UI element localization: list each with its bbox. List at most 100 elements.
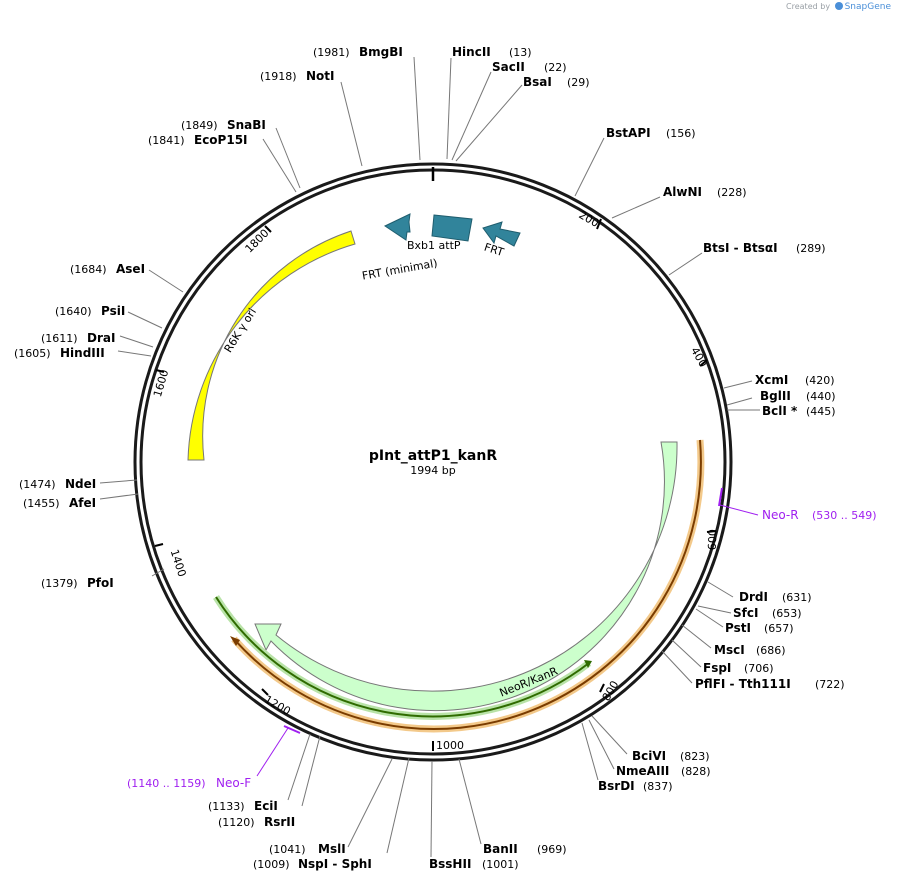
enzyme-pos-psii: (1640) [55,305,92,318]
enzyme-pos-ecop15i: (1841) [148,134,185,147]
enzyme-pos-msli: (1041) [269,843,306,856]
enzyme-name-msli: MslI [318,842,346,856]
enzyme-name-psii: PsiI [101,304,125,318]
enzyme-name-drai: DraI [87,331,115,345]
enzyme-name-bcli: BclI * [762,404,798,418]
enzyme-pos-rsrii: (1120) [218,816,255,829]
enzyme-name-ndei: NdeI [65,477,96,491]
credit-brand: SnapGene [844,2,891,12]
feature-frt-minimal[interactable] [383,213,411,241]
enzyme-pos-noti: (1918) [260,70,297,83]
enzyme-pos-bstapi: (156) [666,127,696,140]
feature-bxb1-attp[interactable] [431,214,473,242]
enzyme-pos-ecii: (1133) [208,800,245,813]
enzyme-labels: HincII (13) SacII (22) BsaI (29) BstAPI … [14,45,845,871]
primer-neo-f-leader [256,727,289,777]
credit-prefix: Created by [786,2,831,11]
enzyme-pos-bsrdi: (837) [643,780,673,793]
tick-label-600: 600 [706,529,720,550]
feature-label-frt: FRT [482,241,505,260]
enzyme-pos-bcli: (445) [806,405,836,418]
enzyme-name-bsshii: BssHII [429,857,471,871]
orf-inner[interactable] [215,596,590,718]
primer-neo-f-name: Neo-F [216,776,251,790]
enzyme-pos-sfci: (653) [772,607,802,620]
tick-mark-1600 [155,369,165,373]
enzyme-name-noti: NotI [306,69,335,83]
tick-label-400: 400 [688,345,710,370]
enzyme-name-msci: MscI [714,643,745,657]
orf-inner-arrow-icon [584,660,592,668]
feature-neor-kanr[interactable] [254,441,678,712]
enzyme-pos-bcivi: (823) [680,750,710,763]
enzyme-name-drdi: DrdI [739,590,768,604]
enzyme-name-psti: PstI [725,621,751,635]
feature-label-frt-minimal: FRT (minimal) [361,257,438,283]
snapgene-credit: Created by SnapGene [786,2,891,12]
tick-marks [154,218,717,751]
feature-r6k-ori[interactable] [187,230,356,461]
feature-label-bxb1-attp: Bxb1 attP [407,239,461,252]
tick-mark-400 [699,359,708,367]
orf-outer[interactable] [233,439,702,731]
enzyme-pos-ndei: (1474) [19,478,56,491]
primer-neo-r-name: Neo-R [762,508,799,522]
enzyme-name-rsrii: RsrII [264,815,295,829]
tick-mark-1400 [154,543,164,547]
enzyme-pos-snabi: (1849) [181,119,218,132]
enzyme-leaders [99,56,760,858]
enzyme-name-ecop15i: EcoP15I [194,133,248,147]
feature-frt[interactable] [482,221,521,247]
enzyme-pos-msci: (686) [756,644,786,657]
backbone-outer [133,162,733,762]
tick-mark-800 [599,683,605,693]
enzyme-pos-alwni: (228) [717,186,747,199]
enzyme-name-banii: BanII [483,842,518,856]
enzyme-pos-bglii: (440) [806,390,836,403]
enzyme-name-sacii: SacII [492,60,525,74]
enzyme-pos-pflfi: (722) [815,678,845,691]
enzyme-pos-hincii: (13) [509,46,532,59]
enzyme-pos-sacii: (22) [544,61,567,74]
plasmid-length: 1994 bp [410,464,455,477]
tick-label-1200: 1200 [262,693,293,718]
tick-mark-600 [706,530,717,533]
tick-label-1400: 1400 [168,548,189,579]
snapgene-logo-icon [834,2,843,10]
enzyme-name-bstapi: BstAPI [606,126,651,140]
enzyme-name-asei: AseI [116,262,145,276]
primer-neo-r-mark[interactable] [718,487,723,507]
enzyme-name-fspi: FspI [703,661,731,675]
enzyme-pos-bsai: (29) [567,76,590,89]
primer-neo-r-leader [719,504,759,516]
orf-outer-arrow-icon [230,636,240,646]
enzyme-pos-nmeaiii: (828) [681,765,711,778]
enzyme-name-xcmi: XcmI [755,373,788,387]
enzyme-name-btsi: BtsI - BtsαI [703,241,778,255]
enzyme-name-bcivi: BciVI [632,749,666,763]
tick-labels: 200 400 600 800 1000 1200 1400 1600 1800 [151,208,719,752]
enzyme-pos-drdi: (631) [782,591,812,604]
primer-neo-f-mark[interactable] [283,725,301,734]
enzyme-name-sfci: SfcI [733,606,758,620]
enzyme-pos-bmgbi: (1981) [313,46,350,59]
enzyme-name-bsrdi: BsrDI [598,779,635,793]
enzyme-pos-btsi: (289) [796,242,826,255]
primer-neo-r-range: (530 .. 549) [812,509,877,522]
primer-neo-f-range: (1140 .. 1159) [127,777,206,790]
enzyme-name-ecii: EciI [254,799,278,813]
enzyme-name-alwni: AlwNI [663,185,702,199]
plasmid-name: pInt_attP1_kanR [369,448,497,464]
enzyme-pos-afei: (1455) [23,497,60,510]
enzyme-name-bglii: BglII [760,389,791,403]
enzyme-name-afei: AfeI [69,496,96,510]
enzyme-name-nmeaiii: NmeAIII [616,764,669,778]
enzyme-pos-banii: (969) [537,843,567,856]
enzyme-pos-xcmi: (420) [805,374,835,387]
tick-label-1000: 1000 [436,739,464,752]
enzyme-pos-bsshii: (1001) [482,858,519,871]
tick-label-800: 800 [600,679,622,704]
tick-mark-1800 [264,225,272,233]
enzyme-pos-nspi: (1009) [253,858,290,871]
